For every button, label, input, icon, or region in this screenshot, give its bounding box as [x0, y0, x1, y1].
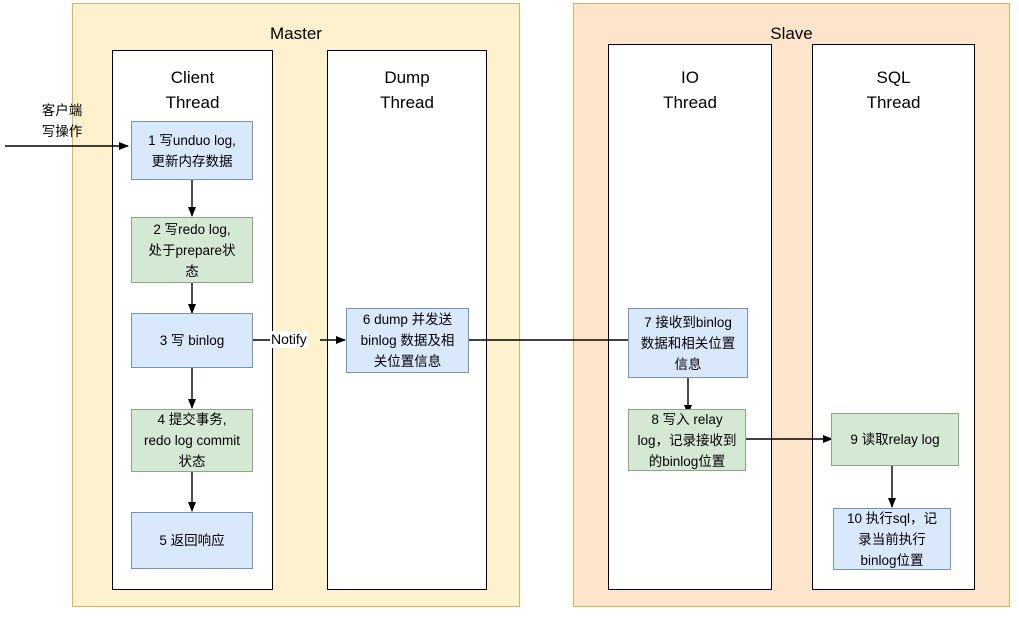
lane-dump-thread-title: Dump Thread — [380, 68, 434, 112]
node-step1[interactable]: 1 写unduo log, 更新内存数据 — [131, 121, 253, 180]
panel-master-title: Master — [270, 24, 322, 43]
node-step6[interactable]: 6 dump 并发送 binlog 数据及相 关位置信息 — [346, 308, 469, 373]
edge-label-notify: Notify — [270, 331, 308, 348]
node-step4[interactable]: 4 提交事务, redo log commit 状态 — [131, 409, 253, 472]
external-write-label: 客户端 写操作 — [41, 103, 83, 139]
lane-io-thread-title: IO Thread — [663, 68, 717, 112]
node-step3[interactable]: 3 写 binlog — [131, 313, 253, 368]
node-step5[interactable]: 5 返回响应 — [131, 512, 253, 569]
node-step8[interactable]: 8 写入 relay log，记录接收到 的binlog位置 — [628, 409, 746, 471]
lane-client-thread-title: Client Thread — [165, 68, 220, 112]
node-step7[interactable]: 7 接收到binlog 数据和相关位置 信息 — [628, 308, 748, 378]
node-step9[interactable]: 9 读取relay log — [831, 413, 959, 466]
panel-slave-title: Slave — [770, 24, 813, 43]
node-step2[interactable]: 2 写redo log, 处于prepare状 态 — [131, 217, 253, 283]
lane-sql-thread-title: SQL Thread — [866, 68, 921, 112]
node-step10[interactable]: 10 执行sql，记 录当前执行 binlog位置 — [833, 508, 951, 570]
